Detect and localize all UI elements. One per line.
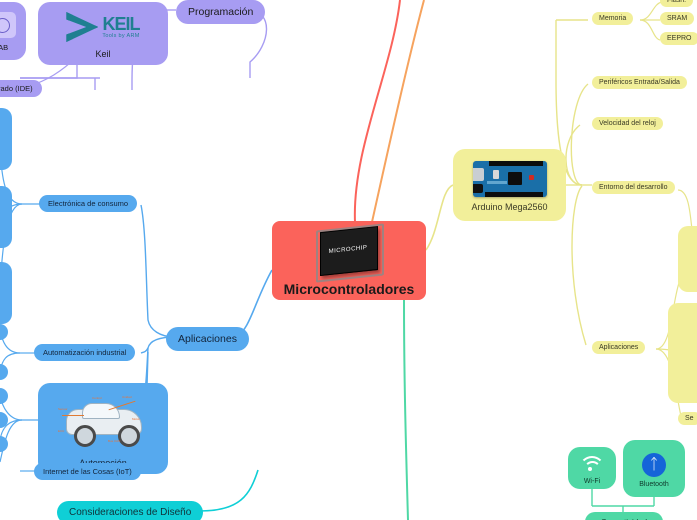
node-perifericos-entrada-salida[interactable]: Periféricos Entrada/Salida — [592, 76, 687, 89]
node-aplicaciones-izquierda-label: Aplicaciones — [178, 333, 237, 345]
node-velocidad-reloj[interactable]: Velocidad del reloj — [592, 117, 663, 130]
node-consideraciones-diseno-label: Consideraciones de Diseño — [69, 507, 192, 518]
node-sram-label: SRAM — [667, 15, 688, 22]
wifi-icon — [579, 454, 605, 474]
node-aplicaciones-derecha-label: Aplicaciones — [599, 344, 639, 351]
node-iot[interactable]: Internet de las Cosas (IoT) — [34, 463, 141, 480]
microchip-brand-text: MICROCHIP — [328, 244, 368, 255]
node-arduino-mega2560-label: Arduino Mega2560 — [471, 201, 548, 212]
node-conectividad-label: Conectividad — [601, 518, 647, 520]
node-bluetooth-label: Bluetooth — [639, 480, 669, 488]
node-mplab[interactable]: LAB — [0, 2, 26, 60]
node-perifericos-entrada-salida-label: Periféricos Entrada/Salida — [599, 79, 680, 86]
node-electronica-consumo-label: Electrónica de consumo — [48, 199, 129, 208]
car-electronics-diagram-icon: Sensor Control Unidad Motor ECU Bus CAN — [48, 391, 158, 453]
node-sram[interactable]: SRAM — [660, 12, 695, 25]
node-keil-label: Keil — [95, 49, 111, 59]
node-conectividad[interactable]: Conectividad — [585, 512, 663, 520]
node-eeprom[interactable]: EEPRO — [660, 32, 697, 45]
node-consideraciones-diseno[interactable]: Consideraciones de Diseño — [57, 501, 204, 520]
node-wifi[interactable]: Wi-Fi — [568, 447, 616, 489]
node-yellow-clipped-1[interactable] — [678, 226, 697, 292]
node-ide-label: rrollo integrado (IDE) — [0, 84, 33, 93]
node-memoria[interactable]: Memoria — [592, 12, 634, 25]
node-blue-clipped-6[interactable] — [0, 388, 8, 404]
keil-triangle-icon — [66, 12, 99, 42]
node-blue-clipped-7[interactable] — [0, 412, 8, 428]
node-aplicaciones-izquierda[interactable]: Aplicaciones — [166, 327, 249, 351]
node-se-clipped-label: Se — [685, 415, 694, 422]
node-blue-clipped-2[interactable] — [0, 186, 12, 248]
node-entorno-desarrollo-label: Entorno del desarrollo — [599, 184, 668, 191]
node-blue-clipped-1[interactable] — [0, 108, 12, 170]
node-blue-clipped-4[interactable] — [0, 324, 8, 340]
microchip-ic-icon: MICROCHIP — [314, 222, 384, 283]
node-blue-clipped-5[interactable] — [0, 364, 8, 380]
node-blue-clipped-8[interactable] — [0, 436, 8, 452]
node-programacion[interactable]: Programación — [176, 0, 266, 24]
node-memoria-label: Memoria — [599, 15, 627, 22]
node-programacion-label: Programación — [188, 6, 254, 18]
keil-wordmark: KEIL — [102, 14, 140, 34]
node-electronica-consumo[interactable]: Electrónica de consumo — [39, 195, 138, 212]
node-keil[interactable]: KEIL Tools by ARM Keil — [38, 2, 168, 65]
node-velocidad-reloj-label: Velocidad del reloj — [599, 120, 656, 127]
central-node[interactable]: MICROCHIP Microcontroladores — [272, 221, 426, 300]
node-blue-clipped-3[interactable] — [0, 262, 12, 324]
keil-logo-icon: KEIL Tools by ARM — [48, 10, 158, 44]
node-eeprom-label: EEPRO — [667, 35, 692, 42]
bluetooth-icon: ᛏ — [642, 452, 666, 477]
node-mplab-label: LAB — [0, 43, 9, 52]
node-iot-label: Internet de las Cosas (IoT) — [43, 467, 132, 476]
node-automocion[interactable]: Sensor Control Unidad Motor ECU Bus CAN … — [38, 383, 168, 474]
mplab-logo-icon — [0, 12, 16, 38]
node-arduino-mega2560[interactable]: Arduino Mega2560 — [453, 149, 566, 221]
keil-tagline: Tools by ARM — [102, 33, 140, 39]
node-flash[interactable]: Flash: — [660, 0, 694, 7]
node-automatizacion-industrial[interactable]: Automatización industrial — [34, 344, 136, 361]
node-aplicaciones-derecha[interactable]: Aplicaciones — [592, 341, 646, 354]
node-ide[interactable]: rrollo integrado (IDE) — [0, 80, 42, 97]
central-node-label: Microcontroladores — [283, 280, 415, 297]
node-bluetooth[interactable]: ᛏ Bluetooth — [623, 440, 685, 497]
node-yellow-clipped-2[interactable] — [668, 303, 697, 403]
node-entorno-desarrollo[interactable]: Entorno del desarrollo — [592, 181, 675, 194]
node-automatizacion-industrial-label: Automatización industrial — [43, 348, 127, 357]
node-se-clipped[interactable]: Se — [678, 412, 697, 425]
node-flash-label: Flash: — [667, 0, 687, 4]
arduino-mega2560-board-icon — [472, 160, 547, 197]
